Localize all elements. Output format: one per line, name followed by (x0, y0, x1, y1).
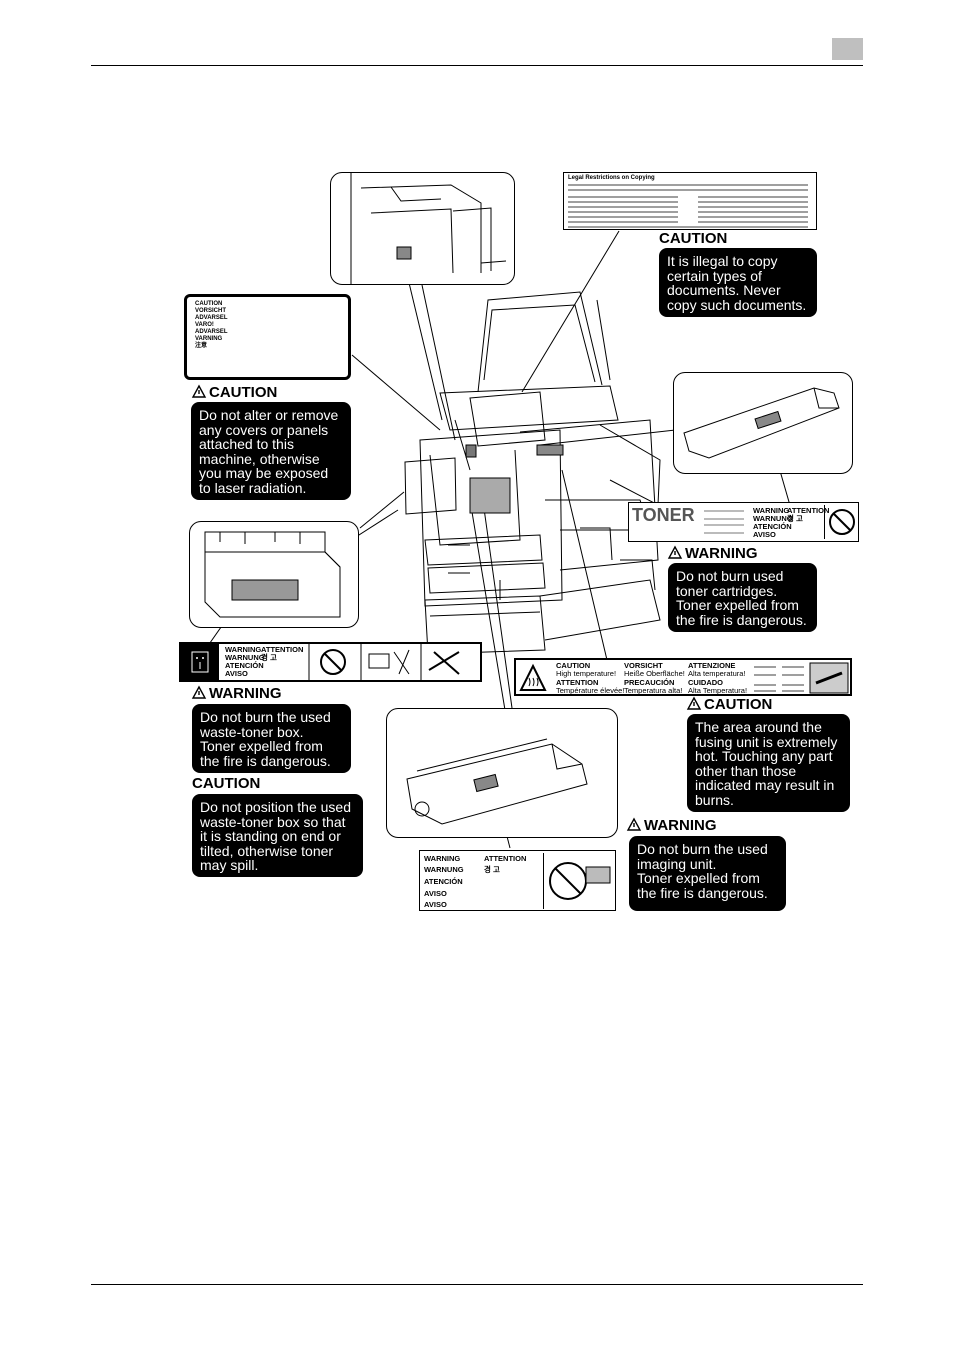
warning-triangle-icon (667, 545, 683, 559)
warning-triangle-icon (191, 384, 207, 398)
legal-restrictions-label: Legal Restrictions on Copying (563, 172, 817, 230)
laser-label-line: VORSICHT (195, 308, 227, 314)
toner-warn-1: WARNUNG (753, 514, 793, 523)
legal-label-title: Legal Restrictions on Copying (568, 175, 655, 181)
imaging-unit-detail-frame (386, 708, 618, 838)
header-rule (91, 65, 863, 66)
imaging-warning-heading: WARNING (626, 817, 717, 834)
toner-detail-frame (673, 372, 853, 474)
warning-triangle-icon (191, 685, 207, 699)
fusing-col1-d: Temperatura alta! (624, 686, 683, 695)
waste-caution-heading: CAUTION (192, 775, 261, 792)
no-fire-icon (824, 505, 859, 539)
imaging-warn-3: AVISO (424, 889, 447, 898)
waste-att-0: ATTENTION (261, 645, 304, 654)
waste-warning-heading: WARNING (191, 685, 282, 702)
no-fire-imaging-icon (543, 853, 616, 909)
page-tab (832, 38, 863, 60)
laser-label-line: ADVARSEL (195, 315, 228, 321)
fusing-col0-c: ATTENTION (556, 678, 599, 687)
imaging-warn-4: AVISO (424, 900, 447, 909)
toner-warn-0: WARNING (753, 506, 790, 515)
laser-label-line: VARO! (195, 322, 214, 328)
laser-caution-heading: CAUTION (191, 384, 277, 401)
fusing-label: CAUTION High temperature! ATTENTION Temp… (514, 658, 852, 696)
imaging-warn-1: WARNUNG (424, 865, 464, 874)
laser-label-line: 注意 (195, 343, 208, 349)
waste-warn-2: ATENCIÓN (225, 661, 264, 670)
fusing-col0-a: CAUTION (556, 661, 591, 670)
waste-warn-0: WARNING (225, 645, 262, 654)
toner-att-0: ATTENTION (787, 506, 830, 515)
fusing-caution-heading: CAUTION (686, 696, 772, 713)
imaging-att-1: 경 고 (484, 865, 500, 874)
fusing-col0-d: Température élevée! (556, 686, 625, 695)
toner-warning-heading: WARNING (667, 545, 758, 562)
warning-triangle-icon (626, 817, 642, 831)
toner-brand: TONER (632, 505, 695, 525)
laser-label-line: CAUTION (195, 301, 223, 307)
waste-warn-1: WARNUNG (225, 653, 265, 662)
laser-caution-label: CAUTION VORSICHT ADVARSEL VARO! ADVARSEL… (184, 294, 351, 380)
fusing-col2-a: ATTENZIONE (688, 661, 736, 670)
waste-box-icon (181, 644, 219, 680)
copy-caution-heading: CAUTION (659, 230, 728, 247)
fusing-col2-d: Alta Temperatura! (688, 686, 748, 695)
hot-surface-icon (519, 663, 547, 692)
laser-label-line: ADVARSEL (195, 329, 228, 335)
rear-detail-frame (330, 172, 515, 285)
fusing-col1-a: VORSICHT (624, 661, 663, 670)
toner-warn-3: AVISO (753, 530, 776, 539)
waste-toner-label: WARNING WARNUNG ATENCIÓN AVISO ATTENTION… (179, 642, 482, 682)
footer-rule (91, 1284, 863, 1285)
fusing-col2-b: Alta temperatura! (688, 669, 746, 678)
fusing-col1-c: PRECAUCIÓN (624, 678, 675, 687)
fusing-col0-b: High temperature! (556, 669, 617, 678)
warning-triangle-icon (686, 696, 702, 710)
fusing-col1-b: Heiße Oberfläche! (624, 669, 685, 678)
waste-toner-detail-frame (189, 521, 359, 628)
toner-warn-2: ATENCIÓN (753, 522, 792, 531)
laser-label-line: VARNING (195, 336, 223, 342)
imaging-unit-label: WARNING WARNUNG ATENCIÓN AVISO AVISO ATT… (419, 850, 616, 911)
waste-att-1: 경 고 (261, 653, 277, 662)
imaging-warn-2: ATENCIÓN (424, 877, 463, 886)
fusing-col2-c: CUIDADO (688, 678, 723, 687)
imaging-att-0: ATTENTION (484, 854, 527, 863)
toner-label: TONER WARNING WARNUNG ATENCIÓN AVISO ATT… (628, 502, 859, 542)
toner-att-1: 경 고 (787, 514, 803, 523)
waste-warn-3: AVISO (225, 669, 248, 678)
imaging-warn-0: WARNING (424, 854, 461, 863)
